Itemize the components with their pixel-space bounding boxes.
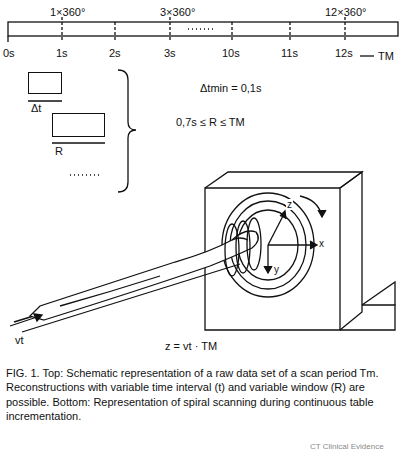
formula: 0,7s ≤ R ≤ TM [176,116,245,128]
axes [264,211,317,273]
formula: Δtmin = 0,1s [200,82,261,94]
reconstruction-window: Δt [28,72,62,94]
velocity-label: vt [14,334,25,346]
figure-caption: FIG. 1. Top: Schematic representation of… [6,366,404,423]
curly-brace [118,70,136,192]
time-tick: 0s [3,47,15,59]
spiral-path [225,218,261,276]
reconstruction-window: R [52,113,105,137]
time-tick: 10s [222,47,240,59]
axis-label: x [318,238,325,249]
axis-label: y [273,264,280,275]
time-tick: 1s [56,47,68,59]
axis-label: z [286,199,293,210]
watermark: CT Clinical Evidence [310,443,384,452]
time-tick: 12s [335,47,353,59]
time-tick: 11s [281,47,298,59]
formula: z = vt · TM [165,340,217,352]
continuation-dots [70,174,100,175]
raw-data-bar [8,22,398,36]
window-bar [52,142,105,143]
interval-bar [28,100,62,101]
patient-on-table [14,231,258,332]
window-label: R [55,145,63,157]
time-tick: 3s [164,47,176,59]
time-arrow [360,55,374,56]
rotation-count: 12×360° [325,6,366,18]
rotation-dividers [62,17,345,42]
window-label: Δt [31,102,41,114]
rotation-count: 3×360° [160,6,195,18]
time-axis-label: TM [378,50,394,62]
rotation-arrow [300,196,322,216]
time-tick: 2s [109,47,121,59]
rotation-count: 1×360° [50,6,85,18]
gap-dots [188,28,214,29]
